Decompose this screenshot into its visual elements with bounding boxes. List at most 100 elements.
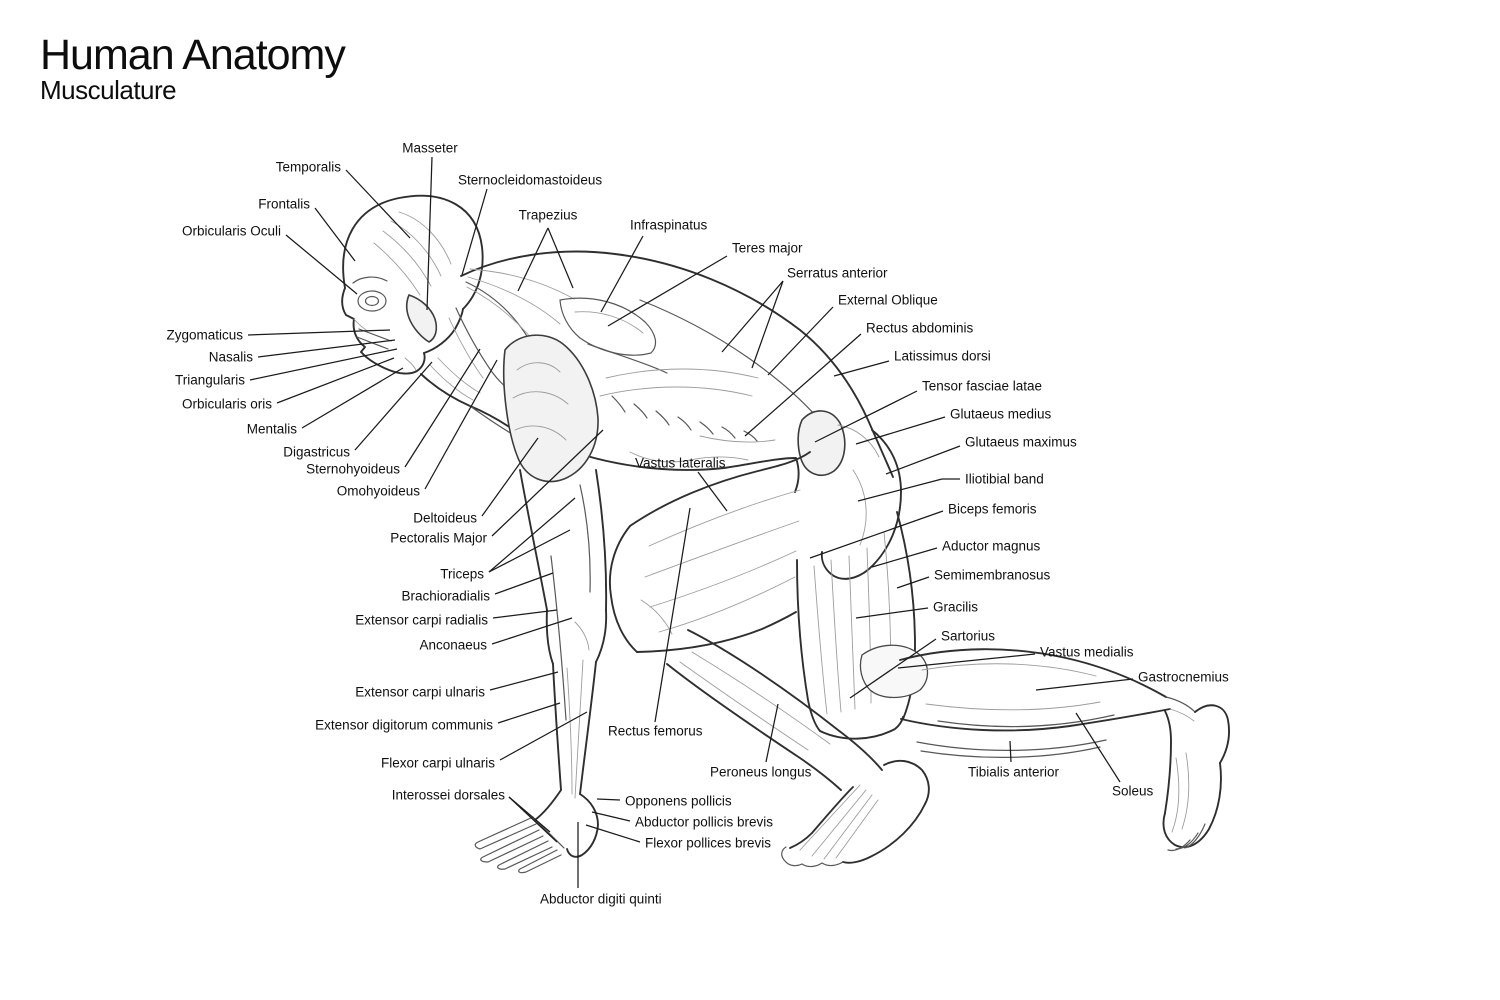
leader-line-vastus-lateralis bbox=[697, 471, 728, 512]
leader-line-flexor-pollices-brevis bbox=[585, 824, 641, 843]
label-temporalis: Temporalis bbox=[276, 160, 411, 239]
muscle-label-frontalis: Frontalis bbox=[258, 197, 310, 212]
thigh-striations bbox=[644, 489, 801, 633]
title-block: Human Anatomy Musculature bbox=[40, 31, 346, 104]
anconeus-arc bbox=[574, 621, 590, 651]
leader-line-masseter bbox=[426, 156, 433, 311]
neck bbox=[429, 307, 513, 401]
gluteus-medius-arc bbox=[837, 424, 880, 458]
muscle-label-glutaeus-medius: Glutaeus medius bbox=[950, 407, 1052, 422]
torso bbox=[420, 250, 894, 493]
page-title: Human Anatomy bbox=[40, 31, 346, 79]
front-foot bbox=[781, 759, 930, 868]
label-interossei-dorsales: Interossei dorsales bbox=[392, 788, 558, 843]
omohyoid-line bbox=[437, 357, 481, 394]
front-heel bbox=[883, 759, 930, 805]
eye-outline bbox=[357, 290, 387, 312]
muscle-label-nasalis: Nasalis bbox=[209, 350, 254, 365]
leader-line-glutaeus-maximus bbox=[885, 445, 961, 475]
rear-foot-outer bbox=[1162, 762, 1222, 849]
leader-line-zygomaticus bbox=[247, 329, 391, 336]
muscle-label-mentalis: Mentalis bbox=[247, 422, 298, 437]
muscle-label-triangularis: Triangularis bbox=[175, 373, 245, 388]
elbow-front bbox=[545, 609, 554, 665]
leader-line-infraspinatus bbox=[600, 235, 644, 313]
label-sternocleidomastoideus: Sternocleidomastoideus bbox=[458, 173, 602, 276]
leader-line-sternocleidomastoideus bbox=[461, 188, 488, 276]
upperarm-back-edge bbox=[595, 469, 608, 611]
infraspinatus-arc bbox=[574, 311, 644, 334]
jaw-outline bbox=[423, 308, 464, 354]
rear-knee bbox=[819, 716, 904, 740]
foot-tendons bbox=[799, 784, 879, 860]
muscle-label-anconaeus: Anconaeus bbox=[419, 638, 487, 653]
anatomy-figure bbox=[341, 194, 1230, 874]
muscle-label-abductor-digiti-quinti: Abductor digiti quinti bbox=[540, 892, 662, 907]
leader-line-orbicularis-oculi bbox=[285, 234, 358, 295]
muscle-label-omohyoideus: Omohyoideus bbox=[337, 484, 421, 499]
label-gastrocnemius: Gastrocnemius bbox=[1035, 670, 1229, 691]
muscle-label-deltoideus: Deltoideus bbox=[413, 511, 477, 526]
label-vastus-lateralis: Vastus lateralis bbox=[635, 456, 728, 512]
knee-outline bbox=[608, 525, 638, 653]
rear-foot bbox=[1162, 704, 1230, 852]
label-latissimus-dorsi: Latissimus dorsi bbox=[833, 349, 991, 377]
front-arm bbox=[502, 334, 608, 799]
label-nasalis: Nasalis bbox=[209, 339, 396, 365]
leader-line-triangularis bbox=[249, 348, 398, 381]
leader-line-interossei-dorsales bbox=[508, 796, 558, 843]
muscle-label-sartorius: Sartorius bbox=[941, 629, 995, 644]
leader-line-abductor-pollicis-brevis bbox=[591, 811, 631, 822]
rear-heel bbox=[1194, 704, 1230, 764]
label-biceps-femoris: Biceps femoris bbox=[809, 502, 1037, 559]
hand-back-edge bbox=[534, 819, 565, 849]
label-rectus-abdominis: Rectus abdominis bbox=[744, 321, 974, 437]
teres-band bbox=[587, 343, 668, 374]
leader-line-triceps bbox=[488, 529, 571, 573]
calf-bottom-edge bbox=[900, 708, 1171, 732]
muscle-label-infraspinatus: Infraspinatus bbox=[630, 218, 708, 233]
calf-striations bbox=[921, 663, 1115, 728]
leader-line-omohyoideus bbox=[424, 359, 498, 490]
tibialis-band-bottom bbox=[920, 746, 1101, 759]
deltoid-fibers bbox=[512, 362, 569, 441]
fingers bbox=[474, 816, 562, 874]
muscle-label-extensor-carpi-ulnaris: Extensor carpi ulnaris bbox=[355, 685, 485, 700]
muscle-label-external-oblique: External Oblique bbox=[838, 293, 938, 308]
label-semimembranosus: Semimembranosus bbox=[896, 568, 1051, 589]
muscle-label-teres-major: Teres major bbox=[732, 241, 803, 256]
tibialis-band-top bbox=[916, 739, 1107, 751]
thigh-bottom-edge bbox=[636, 611, 797, 653]
rear-leg bbox=[796, 511, 1196, 759]
muscle-label-aductor-magnus: Aductor magnus bbox=[942, 539, 1041, 554]
back-silhouette bbox=[460, 250, 894, 478]
label-glutaeus-maximus: Glutaeus maximus bbox=[885, 435, 1077, 475]
hand-index-edge bbox=[534, 789, 562, 821]
hamstring-striations bbox=[813, 531, 892, 715]
label-serratus-anterior: Serratus anterior bbox=[721, 266, 888, 369]
muscle-label-gracilis: Gracilis bbox=[933, 600, 978, 615]
label-sternohyoideus: Sternohyoideus bbox=[306, 348, 481, 477]
triceps-line bbox=[579, 484, 591, 593]
front-sole bbox=[842, 803, 926, 864]
leader-line-tensor-fasciae-latae bbox=[814, 390, 918, 443]
leader-line-triceps bbox=[488, 497, 576, 573]
muscle-label-sternocleidomastoideus: Sternocleidomastoideus bbox=[458, 173, 602, 188]
label-extensor-carpi-radialis: Extensor carpi radialis bbox=[355, 609, 558, 628]
leader-line-deltoideus bbox=[481, 437, 539, 517]
muscle-label-tibialis-anterior: Tibialis anterior bbox=[968, 765, 1060, 780]
muscle-label-serratus-anterior: Serratus anterior bbox=[787, 266, 888, 281]
leader-line-extensor-digitorum-communis bbox=[497, 702, 561, 724]
gluteus-outline bbox=[820, 429, 902, 580]
label-flexor-pollices-brevis: Flexor pollices brevis bbox=[585, 824, 771, 851]
leader-line-sartorius bbox=[849, 638, 937, 699]
label-teres-major: Teres major bbox=[607, 241, 803, 327]
label-frontalis: Frontalis bbox=[258, 197, 356, 262]
muscle-label-temporalis: Temporalis bbox=[276, 160, 342, 175]
muscle-label-iliotibial-band: Iliotibial band bbox=[965, 472, 1044, 487]
muscle-label-peroneus-longus: Peroneus longus bbox=[710, 765, 812, 780]
leader-line-iliotibial-band bbox=[857, 478, 943, 502]
rear-foot-tendons bbox=[1171, 752, 1190, 833]
forearm-back-edge bbox=[579, 661, 597, 795]
muscle-label-flexor-pollices-brevis: Flexor pollices brevis bbox=[645, 836, 771, 851]
